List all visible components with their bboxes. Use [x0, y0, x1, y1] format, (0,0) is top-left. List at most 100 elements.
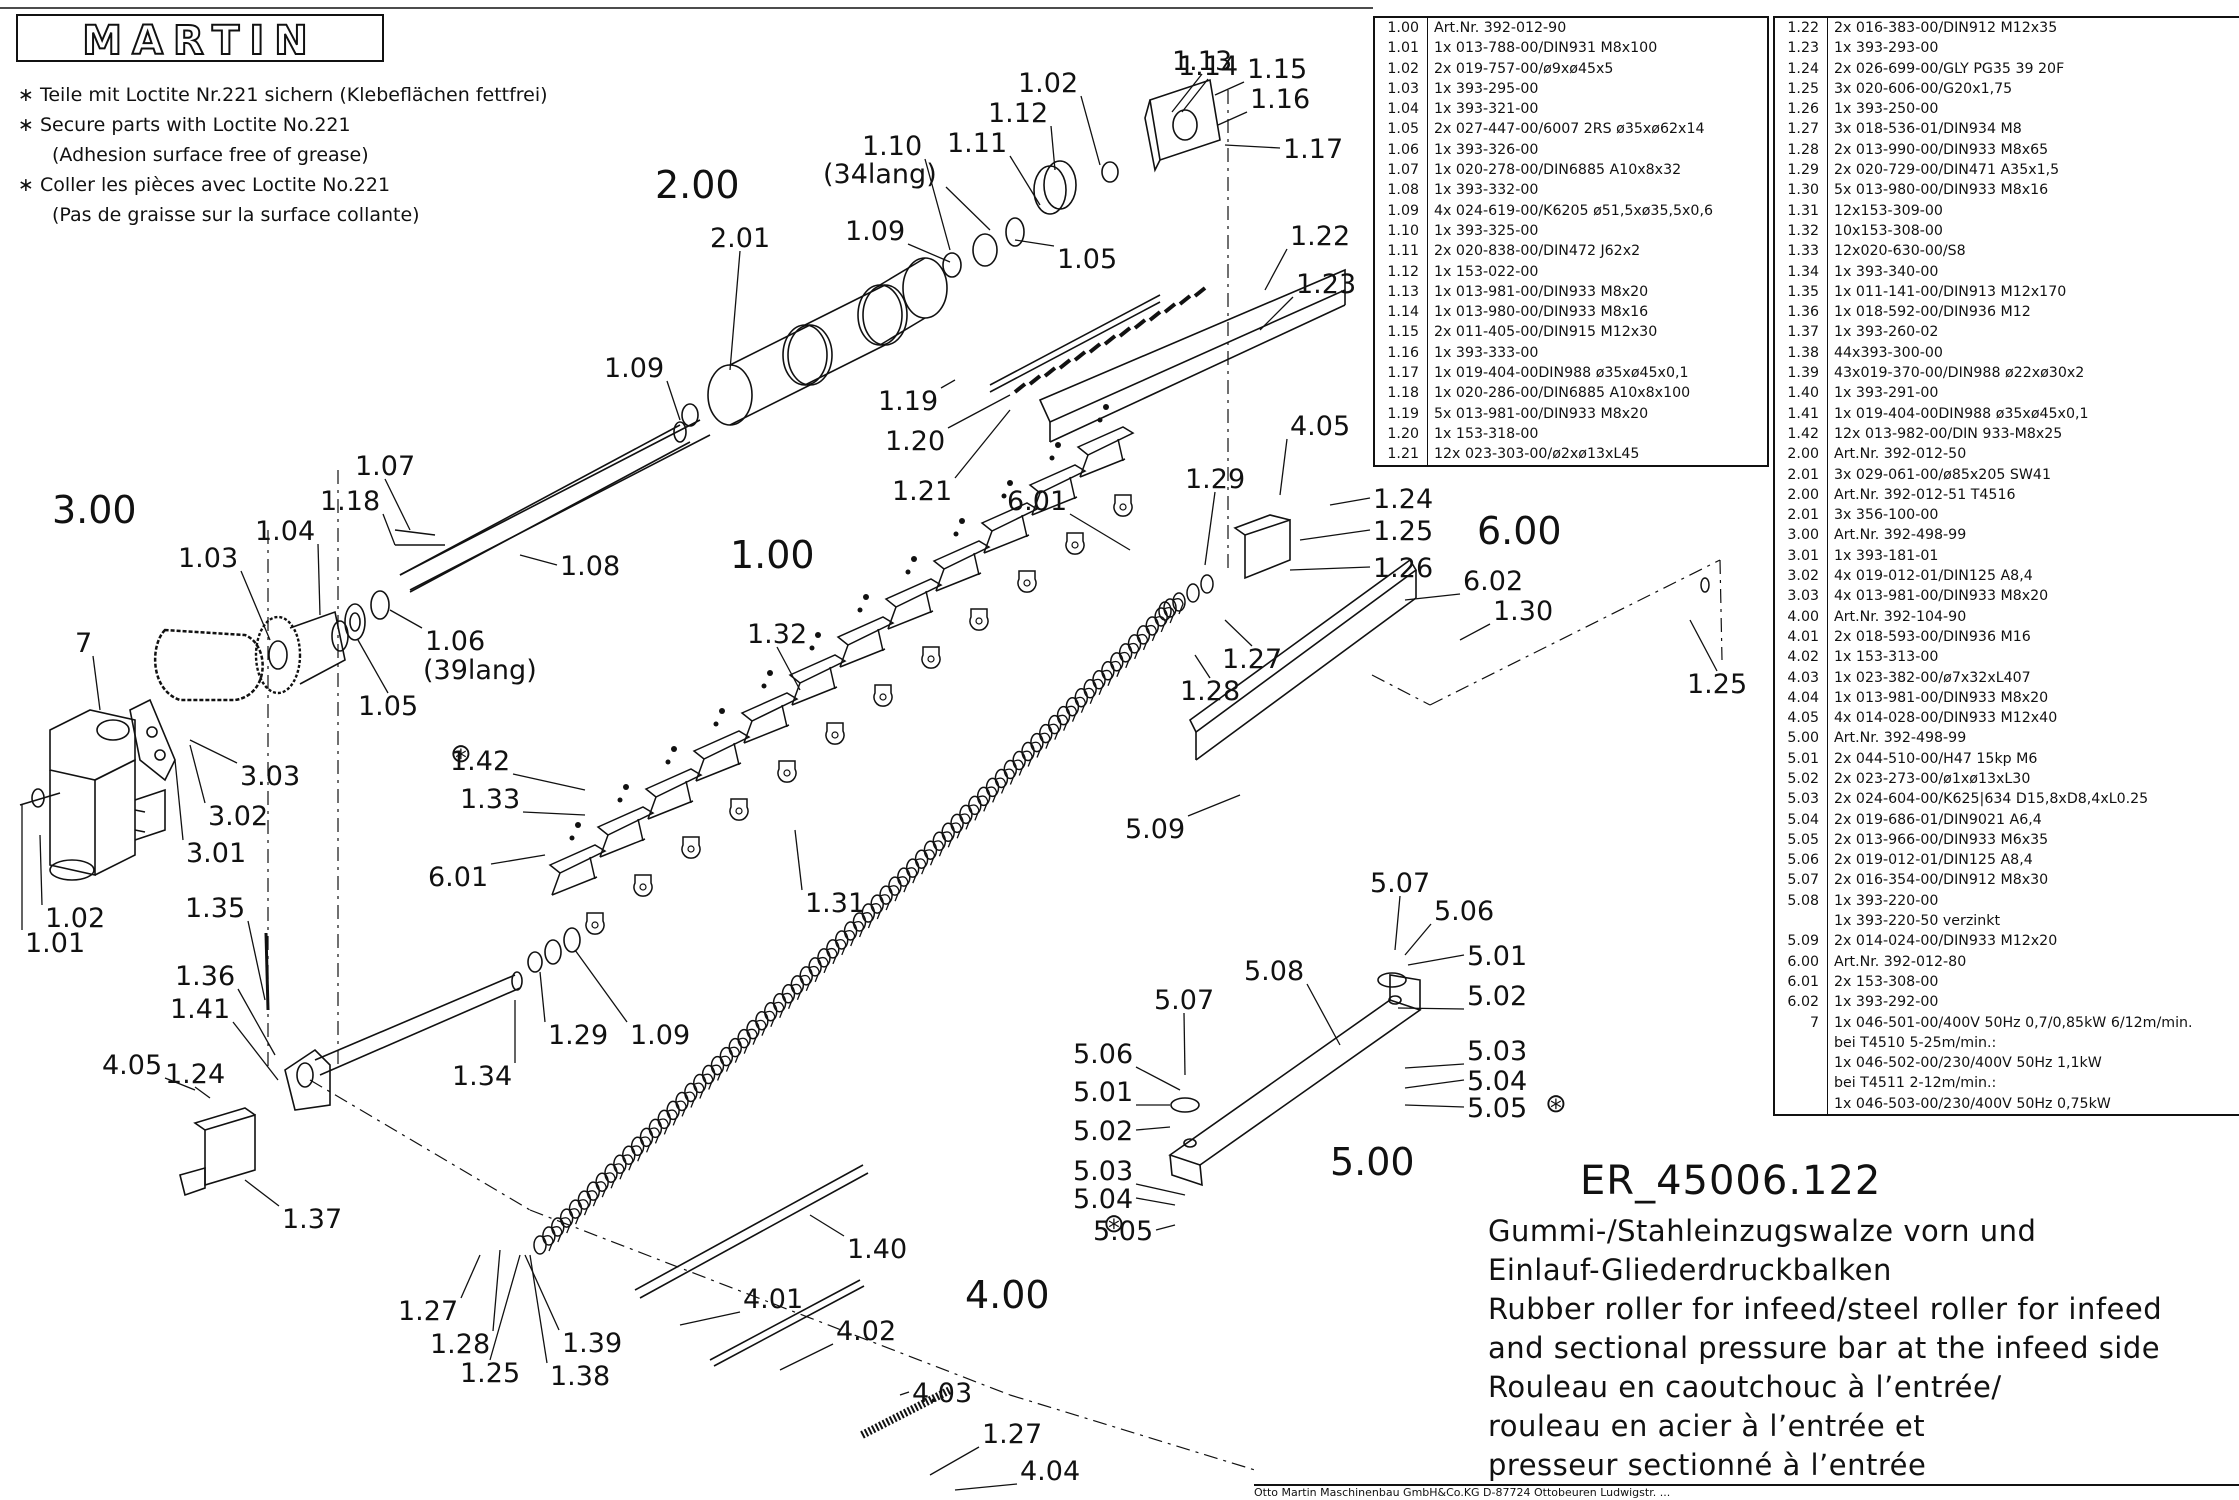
part-number: 5.05 [1774, 830, 1828, 850]
part-number: 6.00 [1774, 952, 1828, 972]
chain-segment [1201, 575, 1213, 593]
leader-line [318, 544, 320, 615]
leader-line [1218, 112, 1247, 125]
callout-label: 6.01 [428, 862, 488, 893]
part-number: 2.00 [1774, 485, 1828, 505]
part-number: 1.41 [1774, 404, 1828, 424]
part-number: 1.01 [1374, 38, 1428, 58]
callout-label: 4.01 [743, 1284, 803, 1315]
tooth [1165, 304, 1175, 312]
segment-bracket [550, 822, 605, 895]
description-line: rouleau en acier à l’entrée et [1488, 1407, 2228, 1446]
part-number: 5.07 [1774, 870, 1828, 890]
callout-label: 1.05 [1057, 244, 1117, 275]
leader-line [1136, 1198, 1175, 1205]
clamp-1-31 [1114, 495, 1132, 516]
part-description: 12x 023-303-00/ø2xø13xL45 [1428, 444, 1769, 465]
part-number: 1.21 [1374, 444, 1428, 465]
part-number: 6.01 [1774, 972, 1828, 992]
part-number: 1.38 [1774, 343, 1828, 363]
part-description: 1x 393-220-00 [1828, 891, 2239, 911]
leader-line [175, 760, 183, 840]
description-line: presseur sectionné à l’entrée [1488, 1446, 2228, 1485]
leader-line [1215, 82, 1244, 95]
part-number: 5.08 [1774, 891, 1828, 911]
part-description: 3x 018-536-01/DIN934 M8 [1828, 119, 2239, 139]
ring-1-25 [1701, 578, 1709, 592]
leader-line [1300, 530, 1370, 540]
part-description: 1x 046-503-00/230/400V 50Hz 0,75kW [1828, 1094, 2239, 1115]
clamp-1-31 [922, 647, 940, 668]
parts-row: bei T4510 5-25m/min.: [1774, 1033, 2239, 1053]
leader-line [1408, 955, 1464, 965]
part-number: 6.02 [1774, 992, 1828, 1012]
part-number: 1.28 [1774, 140, 1828, 160]
part-description: 1x 013-981-00/DIN933 M8x20 [1828, 688, 2239, 708]
tooth [1180, 296, 1190, 304]
part-description: 1x 393-260-02 [1828, 322, 2239, 342]
callout-label: 3.02 [208, 801, 268, 832]
part-number: 4.04 [1774, 688, 1828, 708]
part-description: 1x 013-980-00/DIN933 M8x16 [1428, 302, 1769, 322]
segment-bracket [694, 708, 749, 781]
segment-bracket [1078, 404, 1133, 477]
leader-line [245, 1180, 279, 1206]
sprocket-1-03 [256, 612, 348, 693]
part-description: Art.Nr. 392-498-99 [1828, 728, 2239, 748]
part-number: 1.25 [1774, 79, 1828, 99]
part-number: 4.00 [1774, 607, 1828, 627]
clamp-1-31 [826, 723, 844, 744]
part-number: 1.42 [1774, 424, 1828, 444]
leader-line [248, 921, 265, 1000]
leader-line [1460, 624, 1490, 640]
group-label: 2.00 [655, 163, 740, 207]
leader-line [1260, 297, 1293, 330]
callout-label: 1.27 [982, 1419, 1042, 1450]
part-description: 1x 393-333-00 [1428, 343, 1769, 363]
description-line: Rouleau en caoutchouc à l’entrée/ [1488, 1368, 2228, 1407]
callout-label: 1.28 [1180, 676, 1240, 707]
callout-label: (34lang) [823, 159, 937, 190]
callout-label: 1.41 [170, 994, 230, 1025]
part-description: 1x 018-592-00/DIN936 M12 [1828, 302, 2239, 322]
roller-3 [858, 258, 947, 345]
part-description: 3x 020-606-00/G20x1,75 [1828, 79, 2239, 99]
callout-label: 1.10 [862, 131, 922, 162]
callout-label: 1.09 [630, 1020, 690, 1051]
leader-line [385, 479, 410, 530]
part-number: 1.13 [1374, 282, 1428, 302]
document-number: ER_45006.122 [1580, 1158, 2228, 1204]
part-description: 2x 044-510-00/H47 15kp M6 [1828, 749, 2239, 769]
leader-line [730, 251, 740, 370]
part-description: 1x 153-022-00 [1428, 262, 1769, 282]
leader-line [795, 830, 802, 890]
tooth [1030, 376, 1040, 384]
callout-label: 1.20 [885, 426, 945, 457]
callout-label: 1.03 [178, 543, 238, 574]
callout-label: 4.05 [102, 1050, 162, 1081]
callout-label: 1.24 [165, 1059, 225, 1090]
part-description: 2x 020-838-00/DIN472 J62x2 [1428, 241, 1769, 261]
part-description: Art.Nr. 392-498-99 [1828, 525, 2239, 545]
callout-label: 1.24 [1373, 484, 1433, 515]
part-description: 1x 393-332-00 [1428, 180, 1769, 200]
tooth [1195, 288, 1205, 296]
part-number: 1.24 [1774, 59, 1828, 79]
clamp-1-31 [634, 875, 652, 896]
callout-label: 5.01 [1467, 941, 1527, 972]
part-description: 43x019-370-00/DIN988 ø22xø30x2 [1828, 363, 2239, 383]
part-number: 1.33 [1774, 241, 1828, 261]
callout-label: 1.21 [892, 476, 952, 507]
part-number: 1.06 [1374, 140, 1428, 160]
callout-label: 1.40 [847, 1234, 907, 1265]
